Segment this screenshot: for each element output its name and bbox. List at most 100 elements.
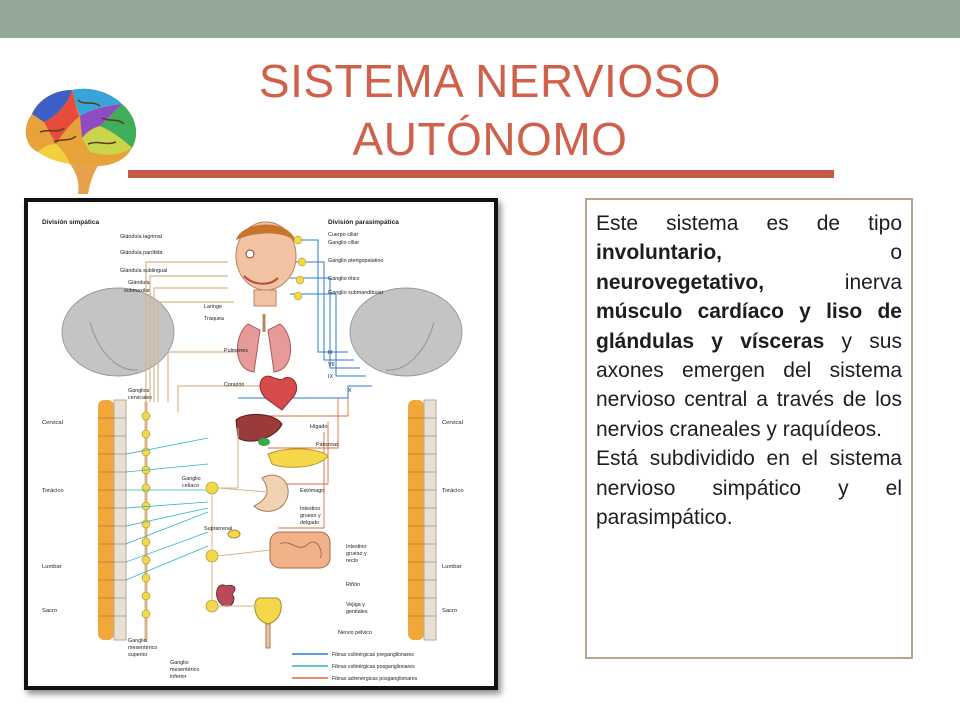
heart-icon	[259, 375, 298, 411]
label-nerve-iii: III	[328, 350, 333, 356]
region-labels-right: Cervical Torácico Lumbar Sacro	[442, 420, 464, 614]
label-laringe: Laringe	[204, 304, 222, 310]
label-ganglio-submandibular: Ganglio submandibular	[328, 290, 384, 296]
organ-labels: Laringe Tráquea Pulmones Corazón Hígado …	[204, 304, 372, 636]
preganglionic-rays	[125, 437, 209, 581]
head-ganglia	[293, 235, 307, 301]
label-glandula-sublingual: Glándula sublingual	[120, 268, 167, 274]
label-higado: Hígado	[310, 424, 327, 430]
label-lumbar-right: Lumbar	[442, 564, 462, 570]
liver-icon	[235, 414, 283, 446]
label-vejiga-2: genitales	[346, 609, 368, 615]
vagus-lines	[268, 398, 349, 529]
label-sacro-right: Sacro	[442, 608, 457, 614]
label-glandula-submaxilar-1: Glándula	[128, 280, 150, 286]
label-rinon: Riñón	[346, 582, 360, 588]
label-mesenterico-superior-2: mesentérico	[128, 645, 157, 651]
sympathetic-nerve-lines	[145, 261, 268, 412]
parasympathetic-nerve-lines	[238, 239, 372, 399]
label-pancreas: Páncreas	[316, 442, 339, 448]
parasympathetic-labels: Cuerpo ciliar Ganglio ciliar Ganglio pte…	[328, 232, 384, 296]
legend-posganglionares: Fibras colinérgicas posganglionares	[332, 664, 415, 670]
label-ganglio-celiaco-1: Ganglio	[182, 476, 201, 482]
description-paragraph-1: Este sistema es de tipo involuntario, o …	[596, 209, 902, 444]
description-paragraph-2: Está subdividido en el sistema nervioso …	[596, 447, 902, 530]
label-ganglio-ciliar: Ganglio ciliar	[328, 240, 359, 246]
autonomic-nervous-system-diagram: División simpática División parasimpátic…	[24, 198, 498, 690]
label-ganglio-celiaco-2: celíaco	[182, 483, 199, 489]
label-mesenterico-inferior-1: Ganglio	[170, 660, 189, 666]
label-nerve-vii: VII	[328, 362, 335, 368]
description-box: Este sistema es de tipo involuntario, o …	[585, 198, 913, 659]
intestine-icon	[269, 531, 331, 569]
desc-bold-involuntario: involuntario,	[596, 241, 722, 265]
cranial-nerve-labels: III VII IX X	[328, 350, 352, 394]
label-cervical-left: Cervical	[42, 420, 63, 426]
left-spinal-column	[98, 399, 127, 641]
label-mesenterico-superior-1: Ganglio	[128, 638, 147, 644]
label-estomago: Estómago	[300, 488, 324, 494]
label-sacro-left: Sacro	[42, 608, 57, 614]
label-cervical-right: Cervical	[442, 420, 463, 426]
legend-preganglionares: Fibras colinérgicas preganglionares	[332, 652, 414, 658]
left-brain-icon	[61, 287, 175, 377]
title-line-2: AUTÓNOMO	[352, 113, 628, 165]
diagram-legend: Fibras colinérgicas preganglionares Fibr…	[292, 652, 418, 682]
title-line-1: SISTEMA NERVIOSO	[258, 55, 722, 107]
lungs-icon	[236, 314, 292, 373]
label-mesenterico-superior-3: superior	[128, 652, 148, 658]
right-spinal-column	[408, 399, 437, 641]
desc-bold-musculo: músculo cardíaco y liso de glándulas y v…	[596, 300, 902, 353]
top-band	[0, 0, 960, 38]
label-glandula-submaxilar-2: submaxilar	[124, 288, 150, 294]
kidney-icon	[216, 584, 236, 607]
brain-logo-icon	[25, 88, 137, 194]
label-ganglio-pterigopalatino: Ganglio pterigopalatino	[328, 258, 383, 264]
label-lumbar-left: Lumbar	[42, 564, 62, 570]
header-sympathetic: División simpática	[42, 219, 99, 226]
organ-supply-lines	[211, 428, 271, 607]
right-brain-fold	[385, 321, 435, 371]
label-mesenterico-inferior-3: inferior	[170, 674, 187, 680]
desc-text-2: o	[722, 241, 902, 265]
sympathetic-labels: Glándula lagrimal Glándula parótida Glán…	[120, 234, 201, 680]
desc-text-4: y sus axones emergen del sistema nervios…	[596, 329, 902, 441]
label-suprarrenal: Suprarrenal	[204, 526, 232, 532]
label-pulmones: Pulmones	[224, 348, 248, 354]
legend-adrenergicas: Fibras adrenérgicas posganglionares	[332, 676, 418, 682]
label-ganglios-cervicales-1: Ganglios	[128, 388, 150, 394]
label-nerve-x: X	[348, 388, 352, 394]
label-toracico-left: Torácico	[42, 488, 64, 494]
label-nervio-pelvico: Nervio pélvico	[338, 630, 372, 636]
pancreas-icon	[267, 448, 329, 468]
right-brain-icon	[349, 287, 463, 377]
label-traquea: Tráquea	[204, 316, 224, 322]
label-mesenterico-inferior-2: mesentérico	[170, 667, 199, 673]
label-vejiga-1: Vejiga y	[346, 602, 365, 608]
slide-title: SISTEMA NERVIOSO AUTÓNOMO	[160, 52, 820, 168]
label-corazon: Corazón	[224, 382, 244, 388]
label-nerve-ix: IX	[328, 374, 333, 380]
head-icon	[235, 221, 297, 307]
diagram-svg: División simpática División parasimpátic…	[42, 219, 464, 682]
label-intestino-grueso-1: Intestino	[346, 544, 366, 550]
desc-bold-neurovegetativo: neurovegetativo,	[596, 270, 765, 294]
label-cuerpo-ciliar: Cuerpo ciliar	[328, 232, 358, 238]
label-intestino-grueso-3: recto	[346, 558, 358, 564]
label-glandula-parotida: Glándula parótida	[120, 250, 163, 256]
stomach-icon	[253, 474, 289, 512]
label-intestino-delgado-1: Intestino	[300, 506, 320, 512]
label-ganglio-otico: Ganglio ótico	[328, 276, 359, 282]
label-ganglios-cervicales-2: cervicales	[128, 395, 152, 401]
suprarrenal-icon	[227, 529, 241, 539]
label-glandula-lagrimal: Glándula lagrimal	[120, 234, 162, 240]
desc-text-1: Este sistema es de tipo	[596, 212, 902, 235]
desc-text-3: inerva	[764, 270, 902, 294]
label-intestino-delgado-2: grueso y	[300, 513, 321, 519]
bladder-icon	[254, 597, 282, 649]
region-labels-left: Cervical Torácico Lumbar Sacro	[42, 420, 64, 614]
label-intestino-delgado-3: delgado	[300, 520, 319, 526]
label-intestino-grueso-2: grueso y	[346, 551, 367, 557]
header-parasympathetic: División parasimpática	[328, 219, 399, 226]
label-toracico-right: Torácico	[442, 488, 464, 494]
